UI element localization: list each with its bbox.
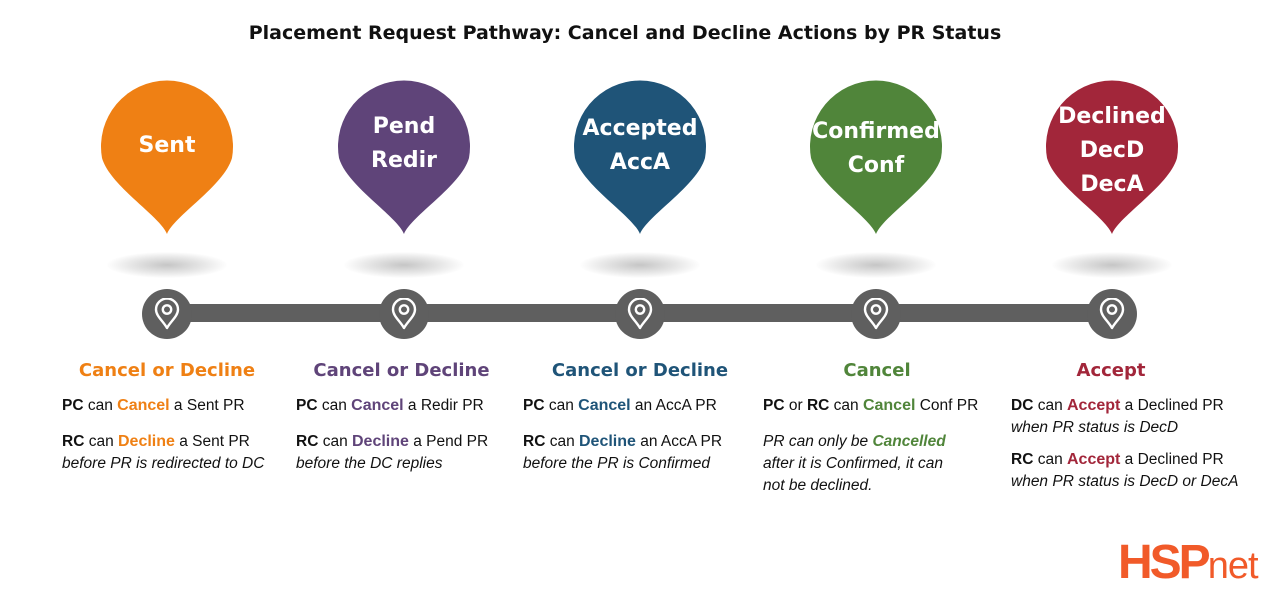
pin-label: Accepted AccA	[582, 116, 698, 175]
timeline-node-acca	[615, 289, 665, 339]
rule-line: PC can Cancel a Sent PR	[62, 397, 245, 414]
pin-shadow	[107, 252, 227, 278]
rule-note: when PR status is DecD or DecA	[1011, 473, 1239, 490]
rule-line: RC can Decline an AccA PR	[523, 433, 723, 450]
column-sent: Cancel or Decline PC can Cancel a Sent P…	[62, 360, 277, 475]
pin-shadow	[816, 252, 936, 278]
timeline-node-conf	[851, 289, 901, 339]
status-pin-redir: Pend Redir	[337, 76, 471, 236]
status-pin-conf: Confirmed Conf	[809, 76, 943, 236]
status-pin-acca: Accepted AccA	[573, 76, 707, 236]
column-heading: Cancel or Decline	[78, 360, 256, 381]
rule-note: PR can only be Cancelled	[763, 433, 946, 450]
column-redir: Cancel or Decline PC can Cancel a Redir …	[296, 360, 511, 475]
pin-label: Confirmed Conf	[812, 119, 940, 178]
rule-line: RC can Decline a Pend PR	[296, 433, 489, 450]
column-heading: Cancel or Decline	[551, 360, 729, 381]
map-pin-icon	[391, 298, 417, 330]
pin-shape	[1046, 80, 1178, 234]
map-pin-icon	[627, 298, 653, 330]
pin-shape	[810, 80, 942, 234]
status-pin-declined: Declined DecD DecA	[1045, 76, 1179, 236]
rule-note: after it is Confirmed, it can	[763, 455, 944, 472]
column-acca: Cancel or Decline PC can Cancel an AccA …	[523, 360, 748, 475]
rule-note: before the PR is Confirmed	[523, 455, 710, 472]
pin-shape	[574, 80, 706, 234]
map-pin-icon	[863, 298, 889, 330]
pin-shape	[101, 80, 233, 234]
rule-line: RC can Decline a Sent PR	[62, 433, 250, 450]
pin-shadow	[580, 252, 700, 278]
rule-line: DC can Accept a Declined PR	[1011, 397, 1224, 414]
column-heading: Cancel or Decline	[313, 360, 490, 381]
map-pin-icon	[1099, 298, 1125, 330]
rule-note: before the DC replies	[296, 455, 443, 472]
pin-label: Pend Redir	[371, 114, 437, 173]
pin-shadow	[1052, 252, 1172, 278]
hspnet-logo: HSPnet	[1118, 536, 1259, 589]
column-heading: Accept	[1076, 360, 1146, 381]
pin-shadow	[344, 252, 464, 278]
rule-note: before PR is redirected to DC	[62, 455, 265, 472]
rule-line: PC or RC can Cancel Conf PR	[763, 397, 979, 414]
rule-line: PC can Cancel a Redir PR	[296, 397, 484, 414]
timeline-node-redir	[379, 289, 429, 339]
map-pin-icon	[154, 298, 180, 330]
rule-line: RC can Accept a Declined PR	[1011, 451, 1224, 468]
status-pin-sent: Sent	[100, 76, 234, 236]
timeline-node-sent	[142, 289, 192, 339]
rule-note: not be declined.	[763, 477, 873, 494]
pin-shape	[338, 80, 470, 234]
pin-label: Sent	[138, 133, 196, 158]
column-heading: Cancel	[843, 360, 911, 381]
column-declined: Accept DC can Accept a Declined PR when …	[1011, 360, 1261, 493]
column-conf: Cancel PC or RC can Cancel Conf PR PR ca…	[763, 360, 983, 497]
rule-line: PC can Cancel an AccA PR	[523, 397, 717, 414]
timeline-node-declined	[1087, 289, 1137, 339]
diagram-title: Placement Request Pathway: Cancel and De…	[248, 22, 1002, 44]
pin-label: Declined DecD DecA	[1058, 104, 1166, 197]
rule-note: when PR status is DecD	[1011, 419, 1179, 436]
